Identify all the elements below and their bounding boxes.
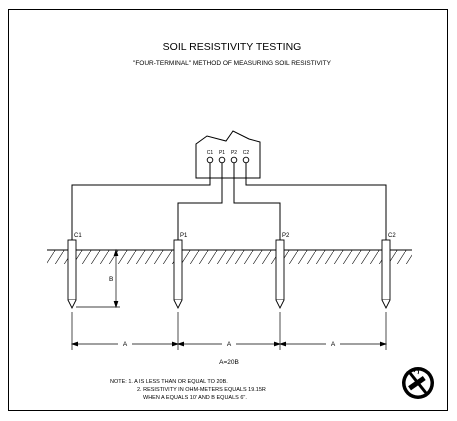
terminal-c1-icon [206,156,214,164]
ground-rods [67,239,391,310]
rod-label-c2: C2 [388,233,396,239]
terminal-label-p1: P1 [219,150,225,156]
terminal-p1-icon [218,156,226,164]
lead-c2 [245,163,387,250]
lead-p1 [177,163,223,250]
spacing-dimension [70,312,388,350]
terminal-label-c1: C1 [207,150,214,156]
terminal-c2-icon [242,156,250,164]
depth-label-b: B [109,276,113,283]
lead-c1 [71,163,211,250]
ground-soil [47,249,412,264]
meter-terminals: C1 P1 P2 C2 [206,150,250,164]
rod-label-c1: C1 [74,233,82,239]
rod-p1 [173,239,183,310]
page-subtitle: "FOUR-TERMINAL" METHOD OF MEASURING SOIL… [133,60,332,67]
spacing-label-a1: A [123,341,128,348]
note-line-3: WHEN A EQUALS 10' AND B EQUALS 6". [143,395,247,401]
lead-p2 [233,163,281,250]
spacing-label-a3: A [331,341,336,348]
note-line-2: 2. RESISTIVITY IN OHM-METERS EQUALS 19.1… [137,387,266,393]
rod-label-p1: P1 [180,233,188,239]
terminal-p2-icon [230,156,238,164]
test-meter [195,130,261,179]
rod-p2 [275,239,285,310]
rod-label-p2: P2 [282,233,290,239]
test-leads [71,163,387,250]
spacing-label-a2: A [227,341,232,348]
total-dimension-label: A=20B [219,359,239,366]
terminal-label-c2: C2 [243,150,250,156]
note-line-1: NOTE: 1. A IS LESS THAN OR EQUAL TO 20B. [110,379,228,385]
no-smoking-logo-icon [402,367,434,399]
page-title: SOIL RESISTIVITY TESTING [163,41,302,53]
terminal-label-p2: P2 [231,150,237,156]
depth-dimension [76,248,120,309]
rod-c1 [67,239,77,310]
rod-c2 [381,239,391,310]
